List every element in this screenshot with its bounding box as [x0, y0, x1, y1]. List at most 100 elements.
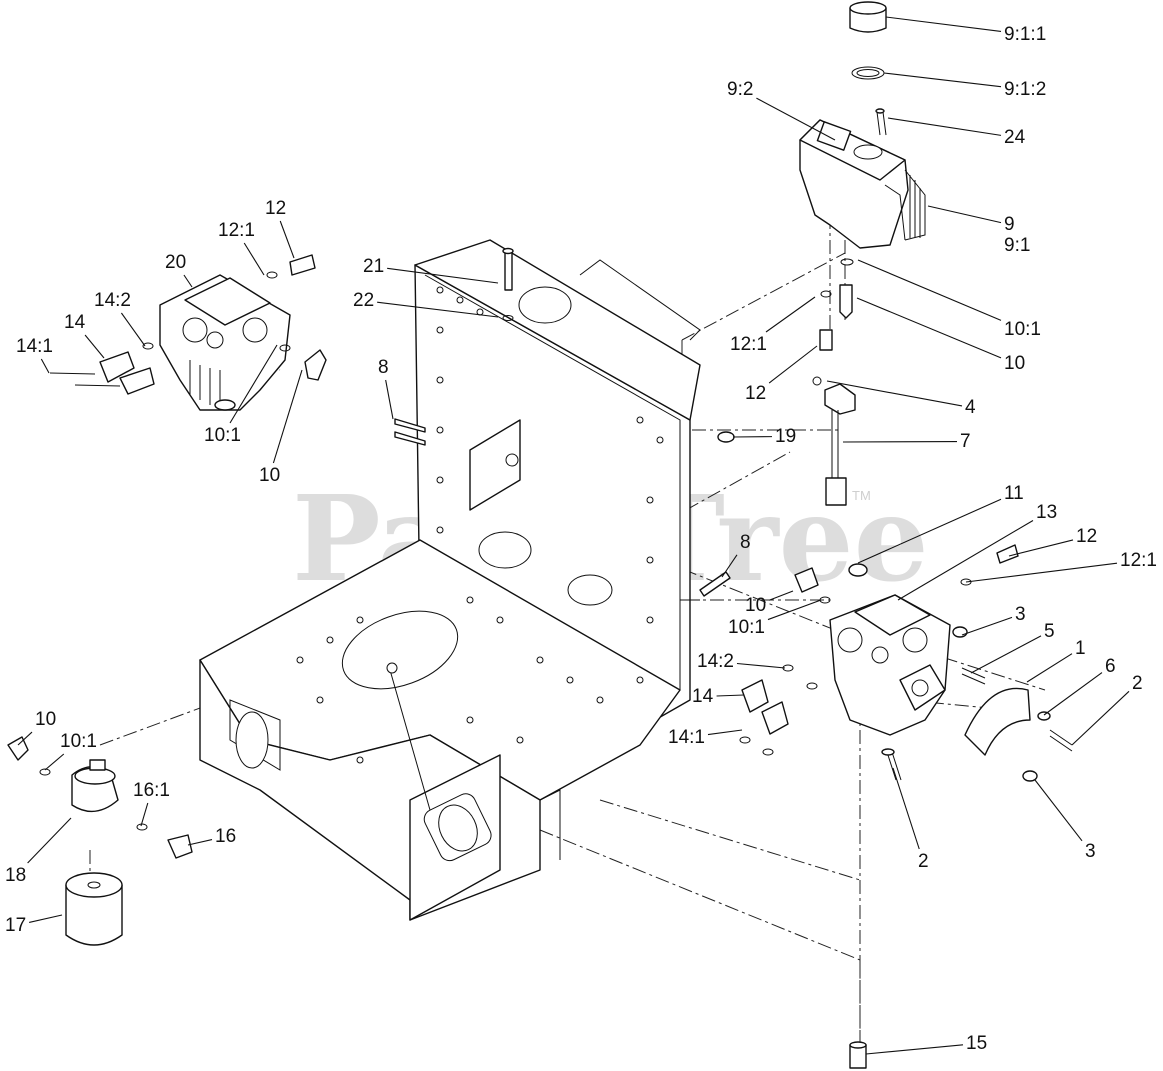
callout-6: 6 — [1043, 656, 1116, 716]
callout-leader-line — [183, 274, 193, 288]
callout-leader-line — [927, 205, 1002, 224]
callout-label: 10:1 — [60, 731, 97, 752]
callout-label: 12 — [265, 198, 286, 219]
right-hydraulic-pump — [829, 563, 951, 736]
oil-filter-head — [7, 736, 193, 859]
callout-leader-line — [387, 267, 499, 284]
callout-leader-line — [279, 220, 295, 259]
callout-leader-line — [768, 345, 818, 384]
callout-leader-line — [865, 1044, 964, 1055]
callout-label: 5 — [1044, 621, 1055, 642]
callout-label: 10 — [259, 465, 280, 486]
callout-label: 7 — [960, 431, 971, 452]
callout-leader-line — [736, 662, 786, 669]
right-pump-hardware — [739, 544, 1073, 782]
callout-label: 9:2 — [727, 79, 753, 100]
callout-leader-line — [29, 914, 63, 923]
callout-9-1-1: 9:1:1 — [885, 16, 1046, 45]
callout-20: 20 — [165, 252, 193, 288]
callout-leader-line — [767, 599, 822, 621]
callout-14: 14 — [692, 686, 745, 707]
callout-leader-line — [892, 767, 920, 850]
callout-12: 12 — [265, 198, 295, 259]
callout-5: 5 — [970, 621, 1055, 674]
callout-leader-line — [1043, 672, 1103, 716]
callout-12: 12 — [1008, 526, 1097, 557]
callout-label: 10 — [745, 595, 766, 616]
callout-label: 16:1 — [133, 780, 170, 801]
callout-label: 8 — [740, 532, 751, 553]
callout-15: 15 — [865, 1033, 987, 1055]
callout-13: 13 — [897, 502, 1057, 601]
callout-leader-line — [756, 97, 836, 141]
callout-10-1: 10:1 — [728, 599, 822, 638]
callout-7: 7 — [842, 431, 971, 452]
callout-24: 24 — [887, 117, 1026, 148]
callout-10-1: 10:1 — [857, 259, 1041, 340]
callout-leader-line — [120, 312, 146, 347]
callout-label: 12 — [1076, 526, 1097, 547]
callout-17: 17 — [5, 914, 63, 936]
callout-label: 3 — [1015, 604, 1026, 625]
reservoir-screw — [875, 108, 887, 136]
callout-label: 18 — [5, 865, 26, 886]
callout-leader-line — [768, 590, 794, 601]
reservoir-cap — [849, 1, 887, 80]
callout-label: 13 — [1036, 502, 1057, 523]
callout-14-2: 14:2 — [94, 290, 146, 347]
callout-9-2: 9:2 — [727, 79, 836, 141]
callout-10: 10 — [17, 709, 56, 746]
callout-label: 4 — [965, 397, 976, 418]
callout-leader-line — [377, 301, 499, 318]
callout-label: 24 — [1004, 127, 1026, 148]
callout-label: 2 — [1132, 673, 1143, 694]
callout-10: 10 — [745, 590, 794, 616]
callout-11: 11 — [857, 483, 1024, 564]
callout-16: 16 — [187, 826, 236, 847]
callout-label: 14:1 — [668, 727, 705, 748]
callout-leader-line — [229, 344, 278, 424]
callout-9-1-2: 9:1:2 — [883, 72, 1046, 100]
oil-filter-cartridge — [65, 872, 123, 946]
callout-3: 3 — [961, 604, 1026, 636]
callout-14-2: 14:2 — [697, 651, 786, 672]
chassis-frame — [199, 239, 701, 921]
callout-label: 11 — [1004, 483, 1024, 504]
callout-layer: 9:1:19:1:29:22499:110:11012:112471921228… — [5, 16, 1157, 1055]
callout-4: 4 — [826, 380, 976, 418]
bolt-8-center — [680, 571, 731, 601]
callout-label: 8 — [378, 357, 389, 378]
frame-rivet-holes — [296, 286, 664, 764]
callout-leader-line — [1026, 653, 1073, 683]
callout-label: 12:1 — [218, 220, 255, 241]
callout-8: 8 — [378, 357, 394, 420]
callout-leader-line — [17, 731, 33, 746]
callout-1: 1 — [1026, 638, 1086, 683]
callout-9-1: 9:1 — [1004, 235, 1030, 256]
callout-label: 20 — [165, 252, 186, 273]
callout-leader-line — [140, 802, 149, 827]
callout-label: 22 — [353, 290, 374, 311]
callout-21: 21 — [363, 256, 499, 284]
callout-label: 6 — [1105, 656, 1116, 677]
callout-label: 12:1 — [1120, 550, 1157, 571]
callout-leader-line — [961, 616, 1013, 636]
callout-leader-line — [765, 296, 816, 333]
callout-label: 9:1 — [1004, 235, 1030, 256]
callout-leader-line — [721, 554, 738, 578]
callout-label: 14 — [64, 312, 86, 333]
callout-leader-line — [826, 380, 963, 407]
callout-16-1: 16:1 — [133, 780, 170, 827]
callout-leader-line — [243, 242, 265, 276]
callout-9: 9 — [927, 205, 1015, 235]
callout-label: 21 — [363, 256, 384, 277]
callout-label: 19 — [775, 426, 796, 447]
callout-leader-line — [970, 635, 1042, 674]
callout-12-1: 12:1 — [730, 296, 816, 355]
callout-leader-line — [857, 498, 1002, 564]
callout-label: 14:2 — [94, 290, 131, 311]
left-hydraulic-pump — [159, 274, 291, 411]
callout-12: 12 — [745, 345, 818, 404]
callout-label: 16 — [215, 826, 236, 847]
callout-label: 10:1 — [1004, 319, 1041, 340]
